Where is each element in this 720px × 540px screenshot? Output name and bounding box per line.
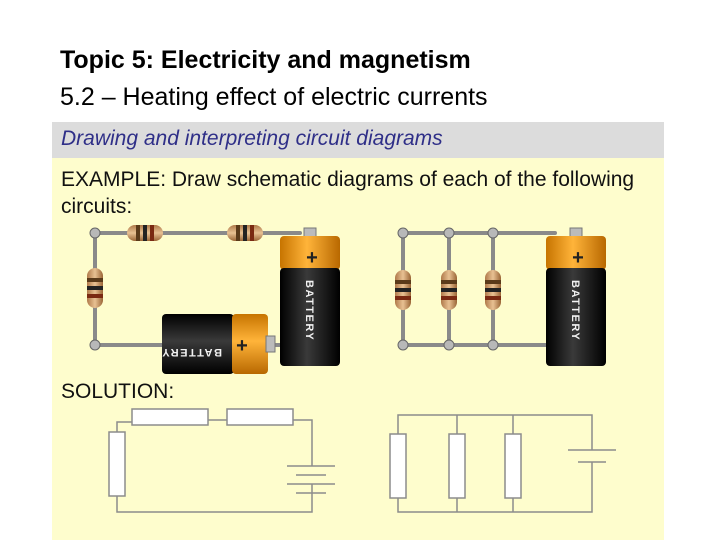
svg-text:BATTERY: BATTERY (569, 280, 581, 341)
slide-title: Topic 5: Electricity and magnetism (60, 46, 471, 74)
solution-label: SOLUTION: (61, 380, 175, 403)
svg-text:BATTERY: BATTERY (303, 280, 315, 341)
resistor-icon (127, 225, 163, 241)
parallel-schematic (389, 414, 616, 513)
svg-text:+: + (572, 247, 584, 269)
battery-icon: + BATTERY (280, 227, 340, 366)
series-circuit-picture: + BATTERY + BATTERY (87, 225, 340, 374)
terminal-posts (397, 227, 499, 351)
resistor-icon (485, 270, 501, 310)
series-schematic (108, 408, 335, 513)
svg-text:BATTERY: BATTERY (161, 346, 222, 358)
resistor-icon (87, 268, 103, 308)
slide-subtitle-heading: 5.2 – Heating effect of electric current… (60, 83, 488, 111)
terminal-posts (89, 227, 101, 351)
resistor-icon (441, 270, 457, 310)
svg-text:+: + (306, 247, 318, 269)
section-header-bar: Drawing and interpreting circuit diagram… (52, 122, 664, 158)
section-header-text: Drawing and interpreting circuit diagram… (61, 127, 443, 150)
example-text: EXAMPLE: Draw schematic diagrams of each… (61, 168, 635, 218)
svg-text:+: + (236, 335, 248, 357)
resistor-icon (395, 270, 411, 310)
battery-icon: + BATTERY (161, 314, 276, 374)
parallel-circuit-picture: + BATTERY (395, 227, 606, 366)
wires (401, 231, 557, 347)
resistor-icon (227, 225, 263, 241)
battery-icon: + BATTERY (546, 227, 606, 366)
